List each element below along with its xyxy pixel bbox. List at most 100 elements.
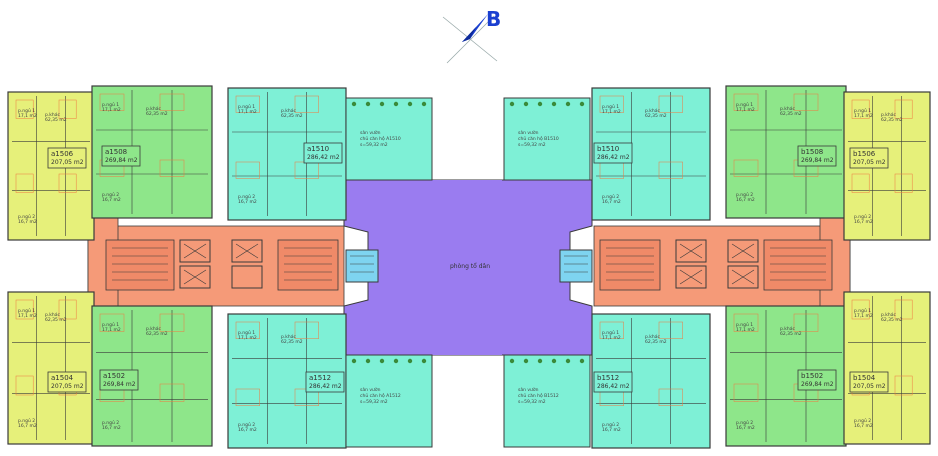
unit-name: a1510 [307,145,329,153]
room-label: p.ngủ 2 [102,419,119,426]
plant-icon [523,358,529,364]
cores [105,239,833,291]
compass-arrow-icon [462,14,488,42]
garden-label: s=59,32 m2 [360,142,388,148]
plant-icon [523,101,529,107]
plant-icon [365,101,371,107]
plant-icon [579,101,585,107]
room-area: 17,1 m2 [854,313,873,319]
unit-label-box [849,371,889,393]
unit-area: 269,84 m2 [105,157,138,164]
room-label: p.ngủ 1 [602,103,619,110]
room-area: 62,35 m2 [881,317,903,323]
plant-icon [537,358,543,364]
garden-label: sân vườn [360,386,381,393]
unit-area: 207,05 m2 [853,159,886,166]
room-area: 17,1 m2 [854,113,873,119]
room-area: 62,35 m2 [281,113,303,119]
unit-label-box [593,142,633,164]
unit-name: b1510 [597,145,619,153]
garden-label: s=59,32 m2 [518,399,546,405]
room-area: 62,35 m2 [780,331,802,337]
garden-label: sân vườn [360,129,381,136]
plant-icon [393,101,399,107]
unit-name: b1502 [801,372,823,380]
unit-label-box [797,369,837,391]
room-area: 62,35 m2 [881,117,903,123]
unit-area: 269,84 m2 [801,157,834,164]
room-label: p.ngủ 1 [736,321,753,328]
unit-name: b1512 [597,374,619,382]
room-label: p.khác [780,105,796,112]
room-label: p.ngủ 1 [854,107,871,114]
room-area: 16,7 m2 [602,427,621,433]
unit-area: 286,42 m2 [597,383,630,390]
unit-label-box [849,147,889,169]
plant-icon [351,358,357,364]
plant-icon [509,101,515,107]
plant-icon [365,358,371,364]
unit-area: 207,05 m2 [853,383,886,390]
room-area: 62,35 m2 [780,111,802,117]
plant-icon [393,358,399,364]
room-label: p.khác [780,325,796,332]
unit-label-box [797,145,837,167]
plant-icon [551,101,557,107]
room-label: p.khác [146,325,162,332]
plant-icon [537,101,543,107]
unit-name: a1512 [309,374,331,382]
room-area: 62,35 m2 [645,113,667,119]
garden-label: chủ căn hộ B1512 [518,392,559,399]
room-label: p.ngủ 1 [854,307,871,314]
plant-icon [379,101,385,107]
room-area: 16,7 m2 [102,197,121,203]
room-area: 16,7 m2 [736,425,755,431]
room-label: p.ngủ 2 [854,213,871,220]
room-label: p.ngủ 1 [18,307,35,314]
unit-name: a1506 [51,150,74,158]
unit-label-box [305,371,345,393]
room-label: p.khác [281,107,297,114]
unit-outline [91,85,213,219]
garden-label: sân vườn [518,129,539,136]
unit-label-box [47,147,87,169]
room-area: 17,1 m2 [102,107,121,113]
room-label: p.khác [146,105,162,112]
unit-area: 269,84 m2 [801,381,834,388]
unit-label-box [593,371,633,393]
room-label: p.ngủ 1 [102,101,119,108]
room-area: 16,7 m2 [238,199,257,205]
unit-area: 286,42 m2 [309,383,342,390]
room-label: p.ngủ 1 [602,329,619,336]
room-area: 16,7 m2 [854,219,873,225]
room-label: p.ngủ 2 [602,421,619,428]
room-area: 17,1 m2 [18,113,37,119]
room-label: p.ngủ 2 [602,193,619,200]
room-label: p.ngủ 2 [238,421,255,428]
room-label: p.ngủ 1 [736,101,753,108]
room-area: 16,7 m2 [18,423,37,429]
room-area: 62,35 m2 [146,331,168,337]
garden-label: s=59,32 m2 [518,142,546,148]
plant-icon [351,101,357,107]
room-area: 62,35 m2 [45,117,67,123]
room-area: 16,7 m2 [854,423,873,429]
unit-name: b1508 [801,148,823,156]
unit-area: 207,05 m2 [51,159,84,166]
room-label: p.khác [281,333,297,340]
room-label: p.ngủ 2 [18,417,35,424]
room-area: 17,1 m2 [602,109,621,115]
central-hall: phòng tổ dân [343,179,593,356]
room-area: 17,1 m2 [736,107,755,113]
unit-name: a1502 [103,372,125,380]
